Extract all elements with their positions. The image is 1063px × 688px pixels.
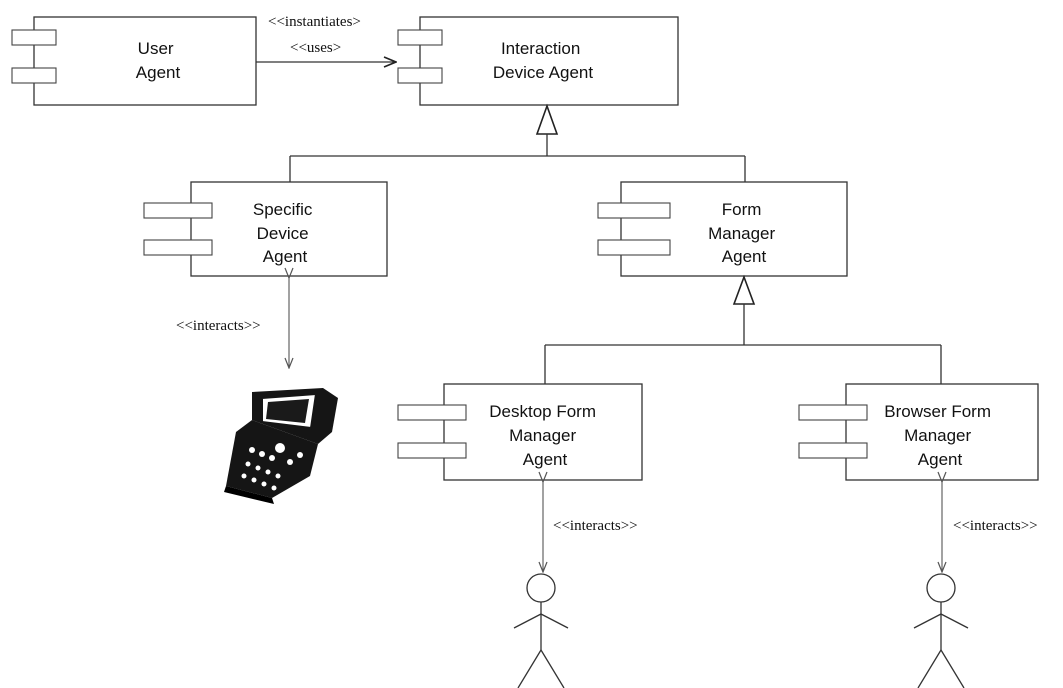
interacts-device-stereotype: <<interacts>> <box>176 318 261 334</box>
interaction-device-agent-component: Interaction Device Agent <box>397 16 679 106</box>
mobile-device-icon <box>224 388 338 504</box>
desktop-form-manager-agent-component: Desktop Form Manager Agent <box>397 383 643 481</box>
browser-user-actor-icon <box>913 573 969 688</box>
component-tab-icon <box>143 239 213 256</box>
generalization-triangle-icon <box>732 274 756 305</box>
component-tab-icon <box>597 239 671 256</box>
uses-stereotype: <<uses> <box>290 40 341 56</box>
component-tab-icon <box>798 442 868 459</box>
form-manager-agent-label: Form Manager Agent <box>708 200 780 266</box>
component-tab-icon <box>798 404 868 421</box>
specific-device-agent-label: Specific Device Agent <box>253 200 317 266</box>
browser-form-manager-agent-label: Browser Form Manager Agent <box>884 402 995 469</box>
interacts-browser-stereotype: <<interacts>> <box>953 518 1038 534</box>
user-agent-component: User Agent <box>11 16 257 106</box>
component-tab-icon <box>397 442 467 459</box>
specific-device-agent-component: Specific Device Agent <box>143 181 388 277</box>
interacts-desktop-stereotype: <<interacts>> <box>553 518 638 534</box>
component-tab-icon <box>397 67 443 84</box>
component-tab-icon <box>11 67 57 84</box>
component-tab-icon <box>397 404 467 421</box>
component-tab-icon <box>597 202 671 219</box>
form-manager-agent-component: Form Manager Agent <box>597 181 848 277</box>
component-tab-icon <box>143 202 213 219</box>
user-agent-label: User Agent <box>136 39 181 82</box>
generalization-triangle-icon <box>535 103 559 135</box>
desktop-form-manager-agent-label: Desktop Form Manager Agent <box>489 402 600 469</box>
interaction-device-agent-label: Interaction Device Agent <box>493 39 593 82</box>
browser-form-manager-agent-component: Browser Form Manager Agent <box>798 383 1039 481</box>
instantiates-stereotype: <<instantiates> <box>268 14 361 30</box>
component-tab-icon <box>11 29 57 46</box>
desktop-user-actor-icon <box>513 573 569 688</box>
component-tab-icon <box>397 29 443 46</box>
